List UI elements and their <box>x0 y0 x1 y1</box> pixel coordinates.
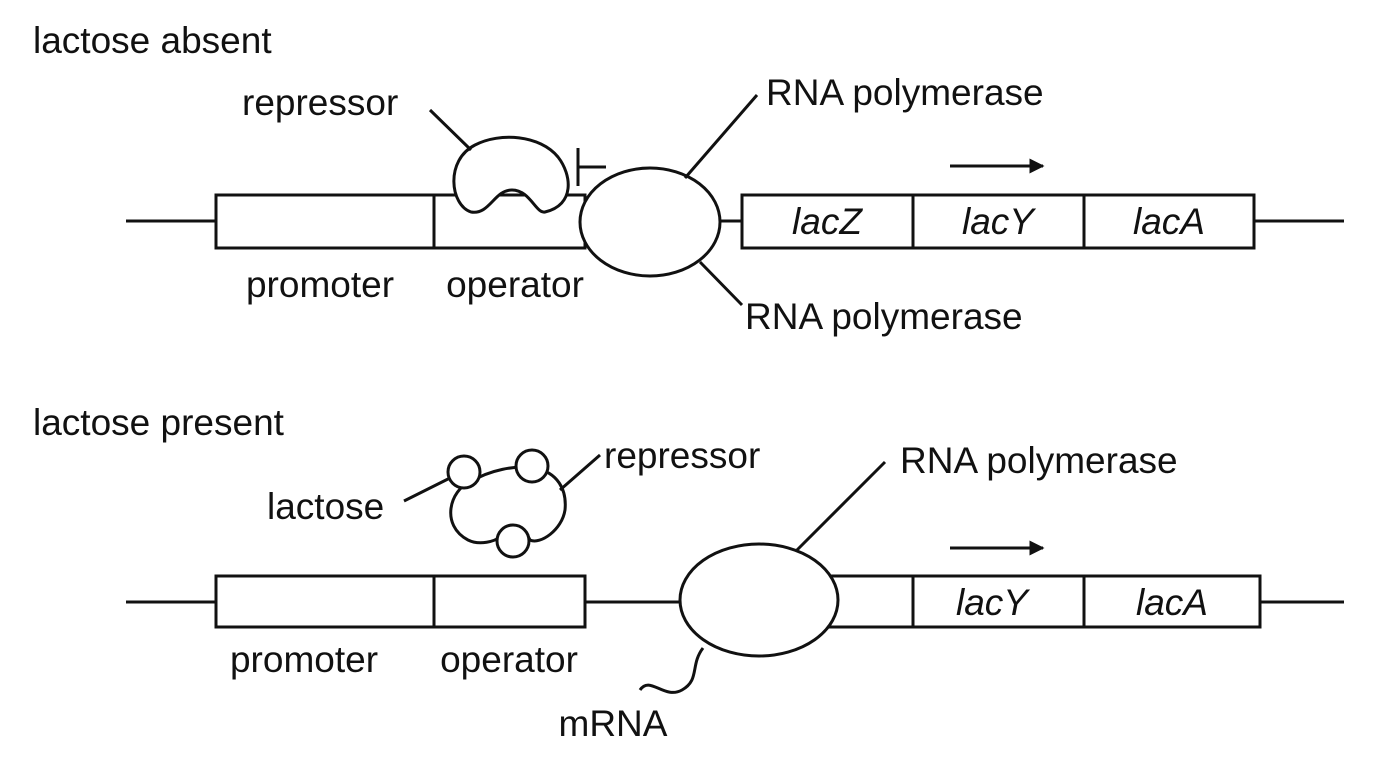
rna-polymerase-blocked <box>578 166 722 278</box>
operator-region-2 <box>432 574 587 629</box>
repressor-leader-line-2 <box>559 453 601 492</box>
mrna-strand <box>638 647 705 694</box>
gene-label-laca: lacA <box>1133 201 1205 242</box>
repressor-label-2: repressor <box>604 435 760 476</box>
rna-pol-leader-line-2 <box>794 460 887 553</box>
gene-label-lacz: lacZ <box>792 201 863 242</box>
lactose-molecule-1 <box>446 454 482 490</box>
gene-box-lacz <box>740 193 915 250</box>
operator-label-2: operator <box>440 639 578 680</box>
lactose-molecule-2 <box>514 448 550 484</box>
repressor-leader-line <box>428 108 473 152</box>
operator-label: operator <box>446 264 584 305</box>
gene-label-lacy: lacY <box>962 201 1036 242</box>
lactose-leader-line <box>403 476 451 503</box>
promoter-label: promoter <box>246 264 394 305</box>
repressor-protein <box>452 135 570 214</box>
lactose-label: lactose <box>267 486 384 527</box>
lactose-molecule-3 <box>495 523 531 559</box>
panel-lactose-present: lactose present lacY lacA RNA polymerase… <box>33 402 1344 744</box>
repressor-label: repressor <box>242 82 398 123</box>
promoter-label-2: promoter <box>230 639 378 680</box>
gene-label-laca-2: lacA <box>1136 582 1208 623</box>
gene-box-laca-2 <box>1082 574 1262 629</box>
gene-box-lacy <box>911 193 1086 250</box>
promoter-region <box>214 193 436 250</box>
gene-label-lacy-2: lacY <box>956 582 1030 623</box>
rna-pol-label-top: RNA polymerase <box>766 72 1044 113</box>
panel-lactose-absent: lactose absent repressor RNA polymerase … <box>33 20 1344 337</box>
rna-pol-label-2: RNA polymerase <box>900 440 1178 481</box>
rna-polymerase-active <box>678 542 840 658</box>
rna-pol-label-bottom: RNA polymerase <box>745 296 1023 337</box>
rna-pol-leader-line-top <box>683 94 759 179</box>
gene-box-lacy-2 <box>911 574 1086 629</box>
heading-lactose-present: lactose present <box>33 402 285 443</box>
heading-lactose-absent: lactose absent <box>33 20 272 61</box>
promoter-region-2 <box>214 574 436 629</box>
mrna-label: mRNA <box>559 703 668 744</box>
rna-pol-leader-line-bottom <box>698 260 744 307</box>
gene-box-laca <box>1082 193 1256 250</box>
